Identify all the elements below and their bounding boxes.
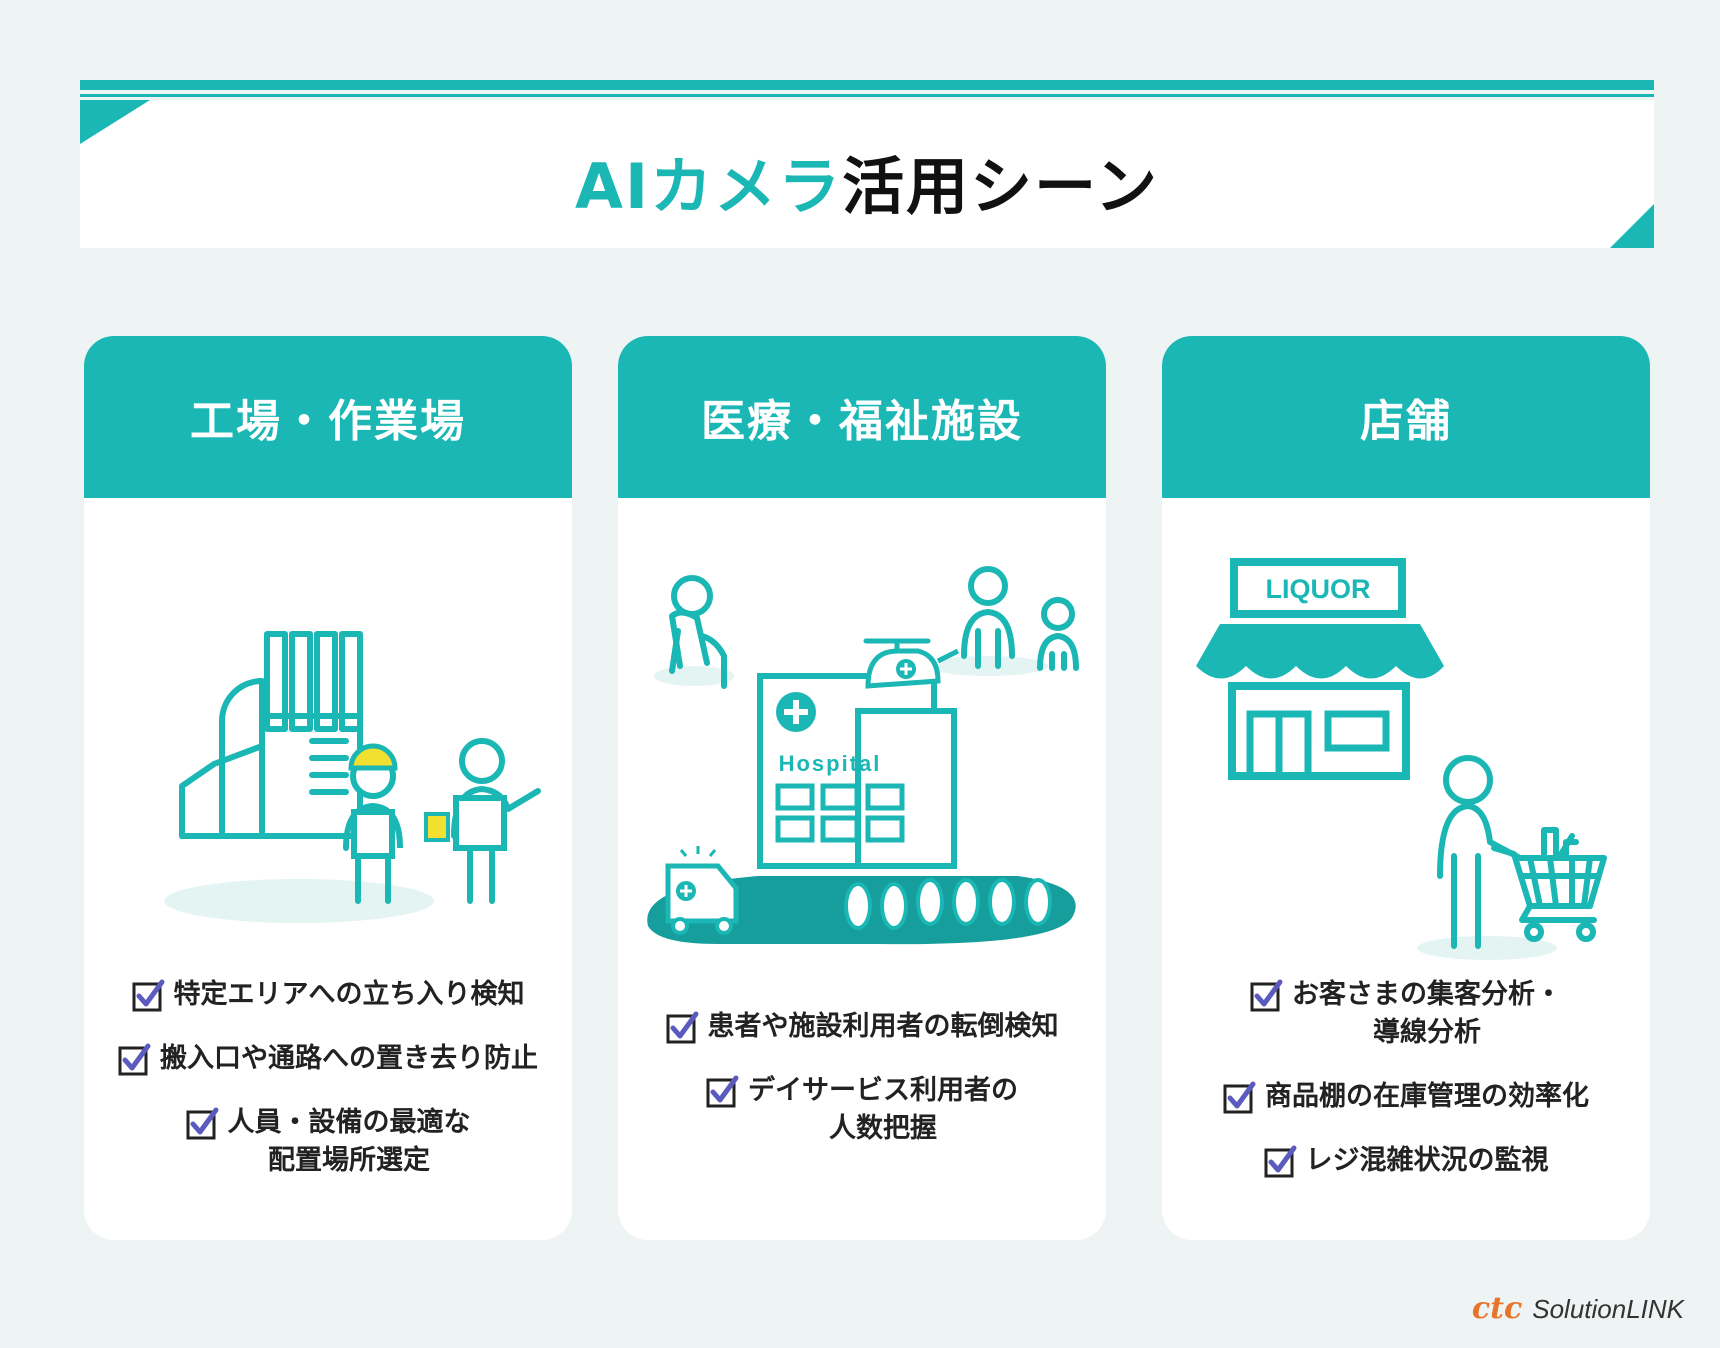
family-icon bbox=[961, 566, 1079, 671]
page-title-accent: AIカメラ bbox=[575, 150, 843, 223]
checkbox-check-icon bbox=[1250, 979, 1283, 1012]
checkbox-check-icon bbox=[186, 1107, 218, 1140]
trees-icon bbox=[844, 878, 1052, 930]
list-item: 人員・設備の最適な 配置場所選定 bbox=[186, 1104, 471, 1180]
card-factory: 工場・作業場 bbox=[84, 336, 572, 1240]
list-item: お客さまの集客分析・ 導線分析 bbox=[1250, 976, 1562, 1052]
list-item: 搬入口や通路への置き去り防止 bbox=[118, 1040, 538, 1078]
list-item-text: レジ混雑状況の監視 bbox=[1305, 1144, 1549, 1176]
person-icon bbox=[669, 575, 727, 689]
checkbox-check-icon bbox=[118, 1043, 151, 1076]
page-title: AIカメラ活用シーン bbox=[80, 136, 1654, 226]
hospital-sign: Hospital bbox=[779, 751, 882, 776]
banner-panel: AIカメラ活用シーン bbox=[80, 100, 1654, 248]
footer-logo[interactable]: ctc SolutionLINK bbox=[1472, 1291, 1684, 1326]
shopper-icon bbox=[1437, 755, 1523, 949]
banner-top-bar bbox=[80, 80, 1654, 90]
card-medical-list: 患者や施設利用者の転倒検知 デイサービス利用者の 人数把握 bbox=[618, 956, 1106, 1200]
worker-icon bbox=[343, 738, 541, 904]
list-item: 患者や施設利用者の転倒検知 bbox=[666, 1008, 1059, 1046]
store-icon: LIQUOR bbox=[1196, 558, 1444, 780]
list-item: 特定エリアへの立ち入り検知 bbox=[132, 976, 525, 1014]
banner-corner-right bbox=[1610, 204, 1654, 248]
checkbox-check-icon bbox=[706, 1075, 739, 1108]
card-factory-title: 工場・作業場 bbox=[84, 336, 572, 498]
banner-corner-left bbox=[80, 100, 150, 144]
card-medical: 医療・福祉施設 Hospital bbox=[618, 336, 1106, 1240]
page-title-rest: 活用シーン bbox=[842, 150, 1159, 223]
store-illustration: LIQUOR bbox=[1196, 558, 1607, 960]
product-name: SolutionLINK bbox=[1532, 1294, 1684, 1324]
list-item-text: 特定エリアへの立ち入り検知 bbox=[173, 979, 525, 1011]
card-factory-list: 特定エリアへの立ち入り検知 搬入口や通路への置き去り防止 人員・設備の最適な 配… bbox=[84, 956, 572, 1200]
card-medical-title: 医療・福祉施設 bbox=[618, 336, 1106, 498]
store-sign: LIQUOR bbox=[1266, 574, 1371, 604]
list-item: 商品棚の在庫管理の効率化 bbox=[1223, 1078, 1589, 1116]
factory-illustration bbox=[164, 631, 541, 923]
list-item-text: 搬入口や通路への置き去り防止 bbox=[160, 1043, 538, 1075]
card-store-list: お客さまの集客分析・ 導線分析 商品棚の在庫管理の効率化 レジ混雑状況の監視 bbox=[1162, 956, 1650, 1200]
hospital-illustration: Hospital bbox=[647, 566, 1079, 945]
checkbox-check-icon bbox=[666, 1011, 698, 1044]
checkbox-check-icon bbox=[1223, 1081, 1256, 1114]
banner-top-line bbox=[80, 94, 1654, 97]
checkbox-check-icon bbox=[1264, 1145, 1296, 1178]
title-banner: AIカメラ活用シーン bbox=[80, 80, 1654, 248]
list-item-text: 商品棚の在庫管理の効率化 bbox=[1265, 1081, 1589, 1112]
ambulance-icon bbox=[665, 846, 739, 935]
card-store: 店舗 LIQUOR お客さまの集客分析・ 導線分析 bbox=[1162, 336, 1650, 1240]
shopping-cart-icon bbox=[1491, 827, 1607, 942]
list-item-text: 患者や施設利用者の転倒検知 bbox=[707, 1011, 1059, 1043]
list-item-text: 人員・設備の最適な 配置場所選定 bbox=[227, 1107, 471, 1176]
list-item: レジ混雑状況の監視 bbox=[1264, 1142, 1549, 1180]
hospital-icon: Hospital bbox=[757, 638, 960, 869]
list-item-text: お客さまの集客分析・ 導線分析 bbox=[1292, 979, 1562, 1049]
checkbox-check-icon bbox=[132, 979, 164, 1012]
factory-icon bbox=[179, 631, 363, 839]
helicopter-icon bbox=[863, 638, 960, 689]
card-store-title: 店舗 bbox=[1162, 336, 1650, 498]
list-item-text: デイサービス利用者の 人数把握 bbox=[748, 1075, 1018, 1144]
brand-logo: ctc bbox=[1471, 1291, 1523, 1326]
list-item: デイサービス利用者の 人数把握 bbox=[706, 1072, 1018, 1148]
